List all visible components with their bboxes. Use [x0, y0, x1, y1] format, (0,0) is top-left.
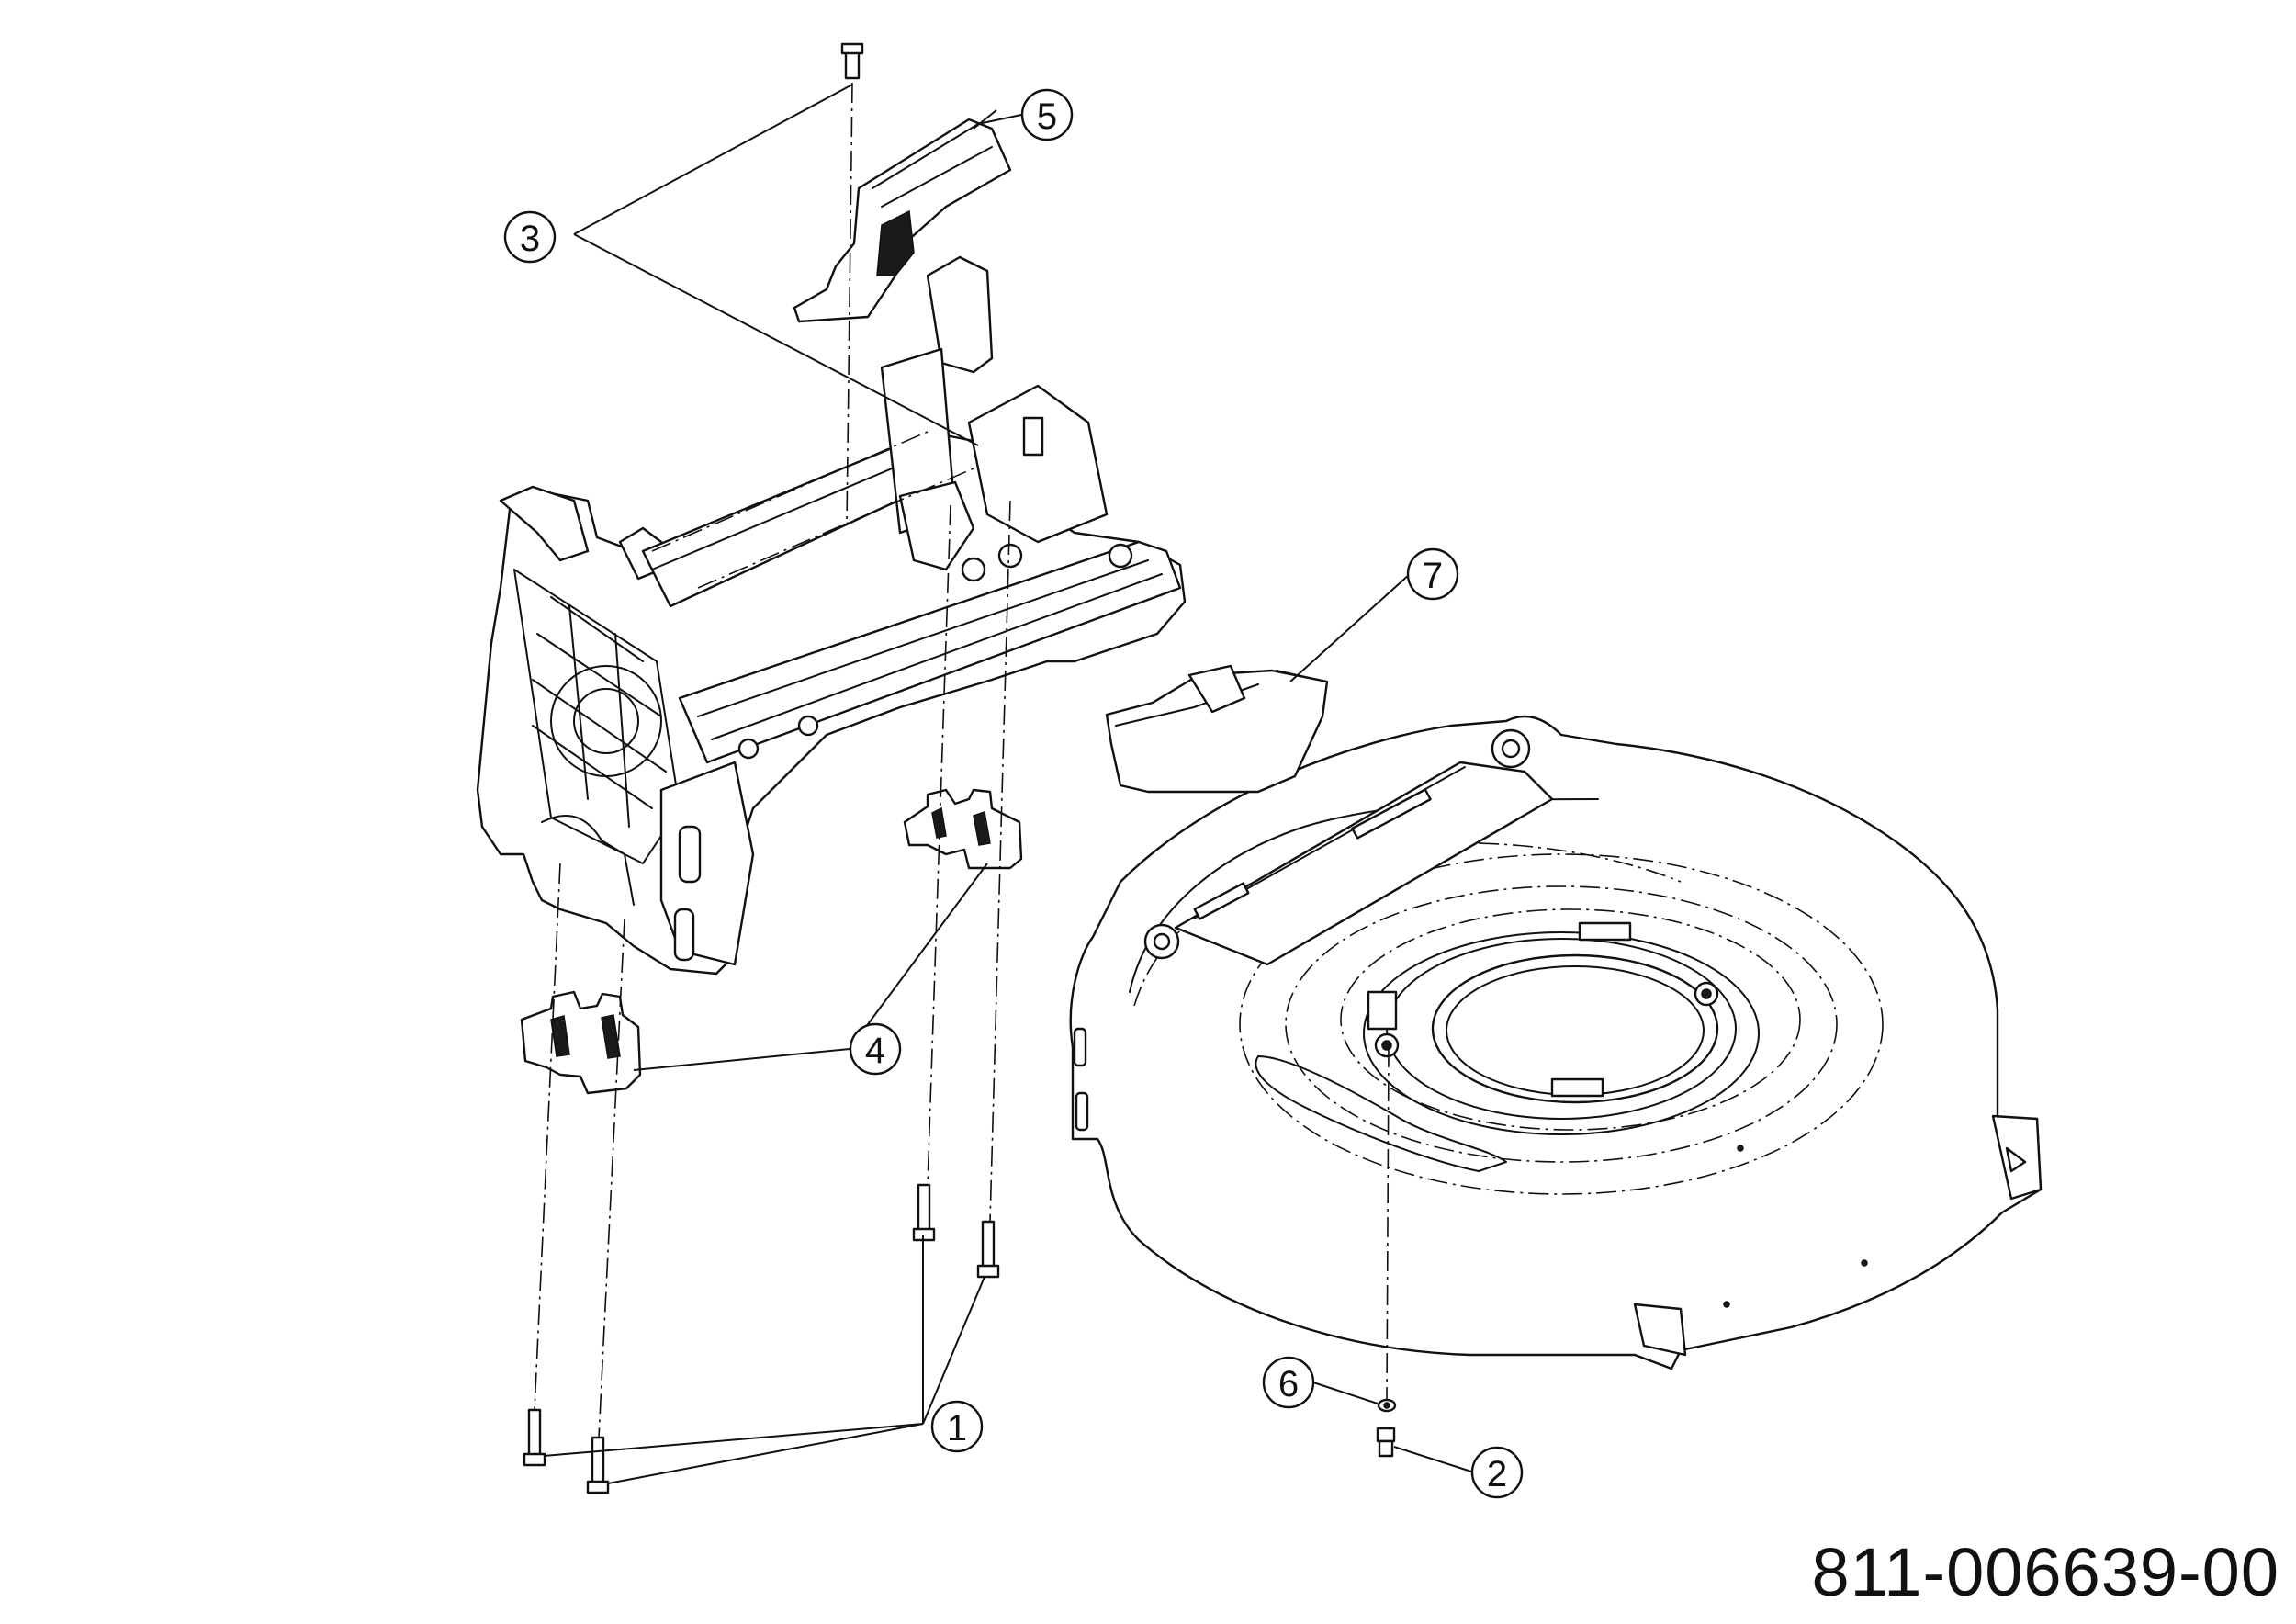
callout-1-label: 1	[947, 1408, 967, 1449]
callout-4-label: 4	[865, 1031, 885, 1071]
callout-1: 1	[930, 1400, 984, 1453]
callout-leader-lines	[543, 84, 1475, 1484]
part-7-flap-cover	[1105, 664, 1329, 794]
part-1-screw-d	[586, 1436, 610, 1494]
part-1-screw-a	[912, 1183, 936, 1242]
callout-7-label: 7	[1423, 556, 1443, 596]
assembly-phantom-lines	[534, 82, 1390, 1438]
callout-2-label: 2	[1487, 1454, 1507, 1494]
part-5-handle-bracket	[793, 118, 1012, 323]
callout-3: 3	[503, 210, 557, 264]
part-3-screw-top	[840, 42, 864, 80]
callout-3-label: 3	[520, 219, 540, 259]
mower-deck-housing	[1069, 715, 2043, 1370]
part-2-nut	[1376, 1427, 1396, 1458]
part-4-clip-right	[903, 788, 1023, 870]
part-1-screw-c	[523, 1408, 546, 1467]
part-1-screw-b	[976, 1220, 1000, 1279]
callout-7: 7	[1406, 547, 1459, 601]
rear-frame-assembly	[476, 255, 1187, 976]
diagram-part-number: 811-006639-00	[1811, 1534, 2279, 1610]
callout-2: 2	[1470, 1446, 1524, 1499]
callout-4: 4	[849, 1022, 902, 1076]
part-6-washer	[1377, 1398, 1397, 1413]
callout-6: 6	[1262, 1356, 1315, 1409]
callout-6-label: 6	[1278, 1364, 1299, 1404]
part-4-clip-left	[520, 990, 642, 1095]
callout-5-label: 5	[1037, 96, 1057, 137]
callout-5: 5	[1020, 88, 1074, 141]
